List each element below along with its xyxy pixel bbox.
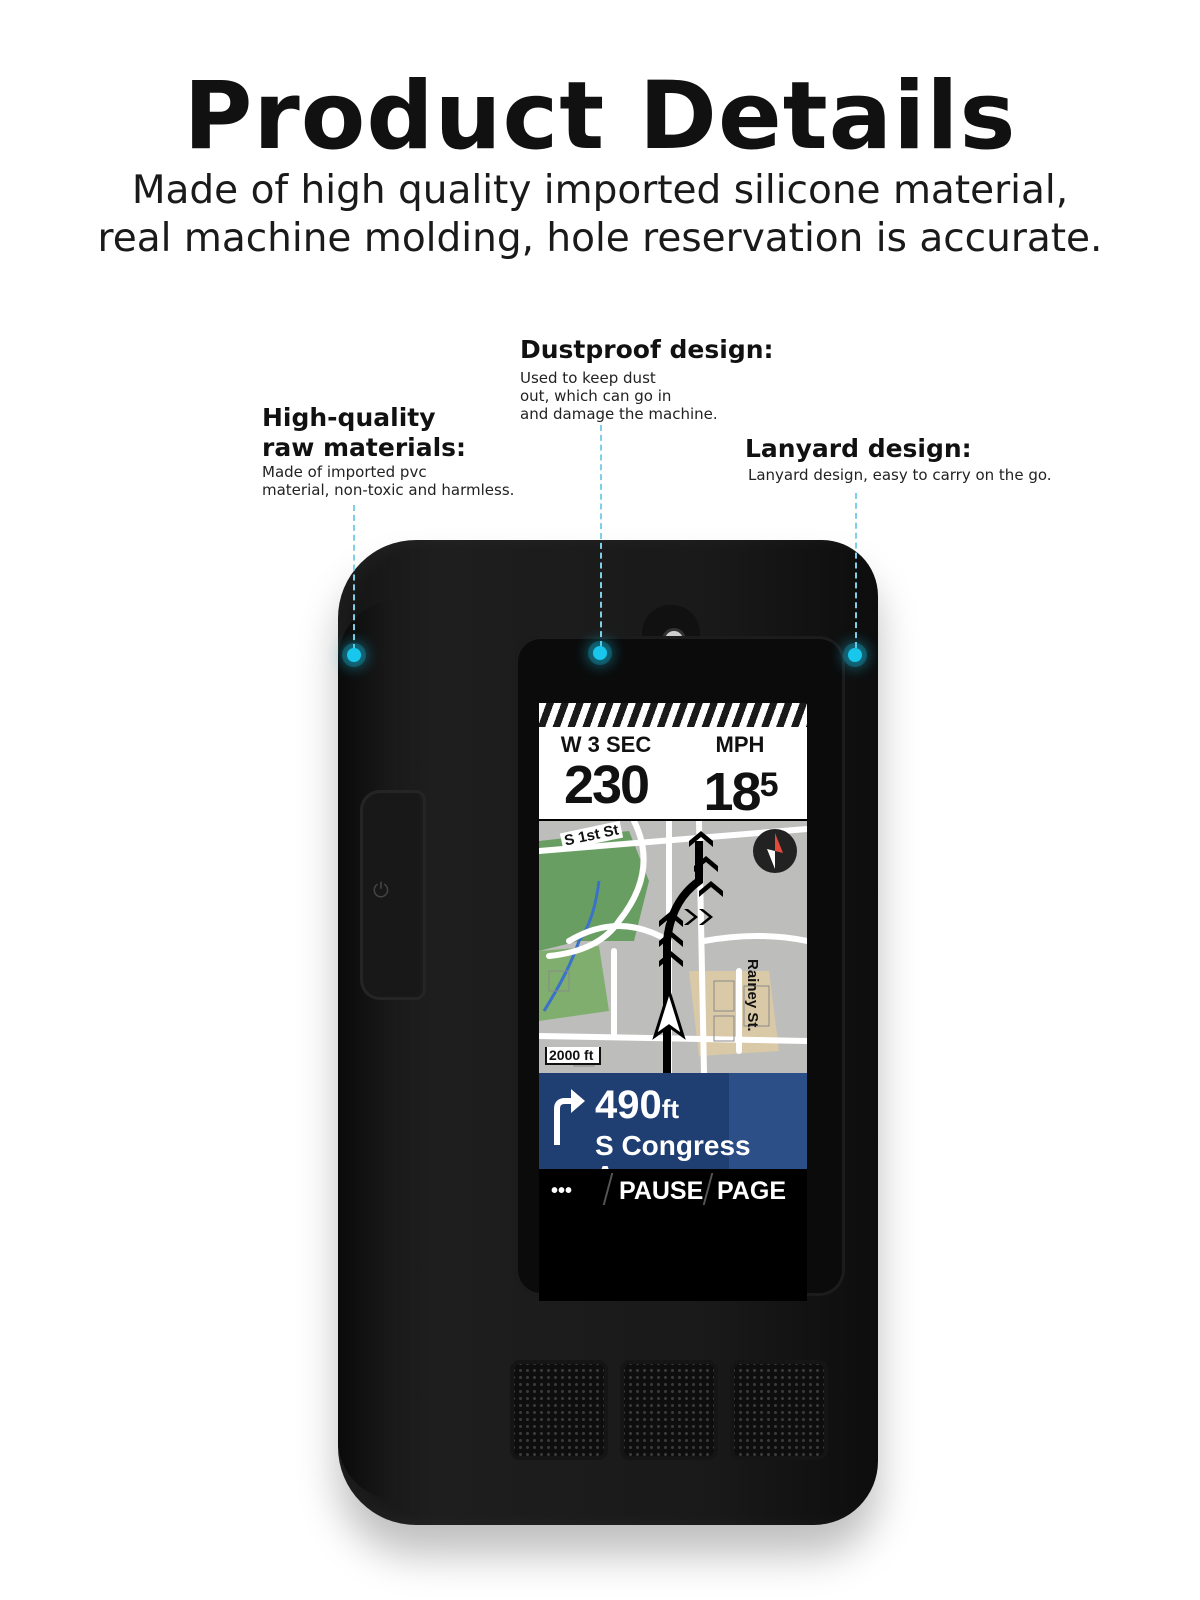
speed-field-value: 185 <box>673 757 807 820</box>
softkey-bar: ••• PAUSE PAGE <box>539 1169 807 1213</box>
speaker-grille-left <box>510 1360 608 1460</box>
callout-dot-raw-materials <box>347 648 361 662</box>
feature-lanyard-title: Lanyard design: <box>745 434 972 463</box>
callout-dot-dustproof <box>593 646 607 660</box>
device-screen: W 3 SEC 230 MPH 185 <box>539 703 807 1301</box>
turn-distance-unit: ft <box>661 1094 680 1124</box>
power-field-label: W 3 SEC <box>560 732 652 757</box>
map-scale-label: 2000 ft <box>545 1047 602 1065</box>
softkey-page[interactable]: PAGE <box>717 1177 786 1205</box>
speed-field-label: MPH <box>715 732 765 757</box>
route-map[interactable]: S 1st St Rainey St. 2000 ft <box>539 818 807 1076</box>
data-field-speed: MPH 185 <box>673 727 807 821</box>
subtitle-line-1: Made of high quality imported silicone m… <box>131 168 1069 213</box>
turn-distance-value: 490 <box>595 1083 662 1127</box>
speed-value-decimal: 5 <box>759 766 779 804</box>
speaker-grille-center <box>620 1360 718 1460</box>
page-title: Product Details <box>183 62 1017 171</box>
data-field-power: W 3 SEC 230 <box>539 727 675 821</box>
compass-icon <box>753 829 797 873</box>
feature-dustproof-desc-1: Used to keep dust <box>520 369 656 387</box>
route-chevrons <box>659 831 723 967</box>
feature-lanyard-desc: Lanyard design, easy to carry on the go. <box>748 466 1052 484</box>
feature-dustproof-desc-2: out, which can go in <box>520 387 672 405</box>
feature-raw-materials-title-2: raw materials: <box>262 433 467 462</box>
feature-dustproof-desc-3: and damage the machine. <box>520 405 718 423</box>
feature-raw-materials-desc-2: material, non-toxic and harmless. <box>262 481 515 499</box>
map-street-label-side: Rainey St. <box>744 959 761 1032</box>
softkey-divider <box>602 1173 614 1205</box>
turn-distance: 490ft <box>595 1083 679 1131</box>
speaker-grille-right <box>730 1360 828 1460</box>
case-side-edge <box>338 600 398 1500</box>
feature-raw-materials: High-quality raw materials: Made of impo… <box>262 403 562 499</box>
turn-instruction-banner-side <box>729 1073 807 1169</box>
subtitle-line-2: real machine molding, hole reservation i… <box>97 216 1103 261</box>
feature-dustproof-title: Dustproof design: <box>520 335 774 364</box>
map-graphic <box>539 818 807 1076</box>
feature-raw-materials-desc-1: Made of imported pvc <box>262 463 427 481</box>
softkey-pause[interactable]: PAUSE <box>619 1177 704 1205</box>
softkey-divider <box>702 1173 714 1205</box>
screen-top-stripe <box>539 703 807 727</box>
power-field-value: 230 <box>563 755 650 815</box>
callout-line-raw-materials <box>353 505 355 650</box>
power-icon: ⏻ <box>373 878 389 902</box>
callout-line-lanyard <box>855 493 857 648</box>
feature-lanyard: Lanyard design: Lanyard design, easy to … <box>745 434 1075 484</box>
callout-line-dustproof <box>600 425 602 647</box>
position-arrow-icon <box>652 985 686 1040</box>
turn-right-arrow-icon <box>554 1089 585 1145</box>
speed-value-main: 18 <box>703 762 762 822</box>
callout-dot-lanyard <box>848 648 862 662</box>
softkey-menu[interactable]: ••• <box>551 1180 573 1202</box>
side-power-button[interactable] <box>360 790 426 1000</box>
feature-raw-materials-title-1: High-quality <box>262 403 436 432</box>
feature-dustproof: Dustproof design: Used to keep dust out,… <box>520 335 780 423</box>
